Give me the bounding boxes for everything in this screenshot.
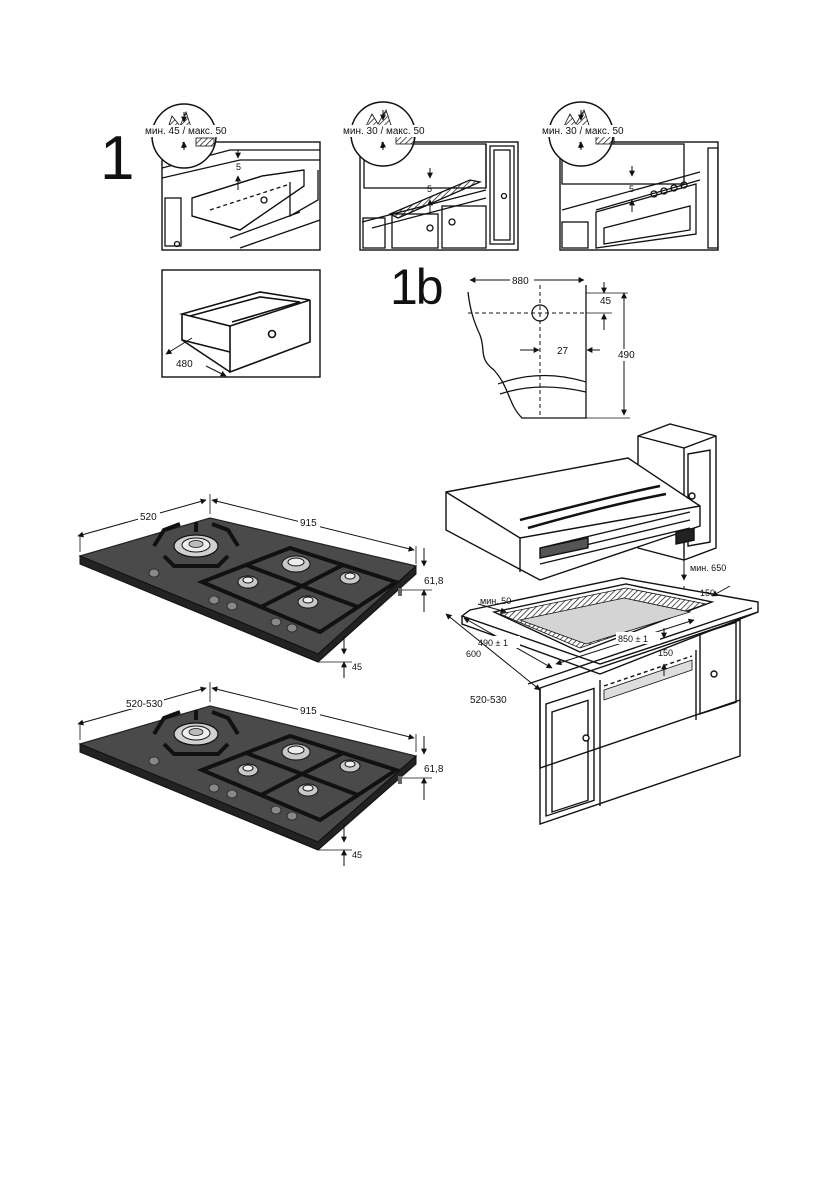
cutout-height-label: 490 xyxy=(618,350,635,361)
cutout-detail-1b: 880 45 27 490 xyxy=(467,274,638,419)
below-clearance-label: 150 xyxy=(658,648,673,658)
hob-width-label: 915 xyxy=(300,518,317,529)
gap-label: 5 xyxy=(236,162,241,172)
side-min-label: мин. 50 xyxy=(480,596,511,606)
gap-label: 5 xyxy=(427,184,432,194)
panel-a-label: мин. 45 / макс. 50 xyxy=(145,126,227,137)
panel-vent-install: 5 мин. 30 / макс. 50 1 xyxy=(342,101,519,251)
hob-top-view-variant: 520-530 915 61,8 45 xyxy=(77,682,444,866)
panel-c-label: мин. 30 / макс. 50 xyxy=(542,126,624,137)
hob-thickness-label: 61,8 xyxy=(424,764,444,775)
hob-width-label: 915 xyxy=(300,706,317,717)
hob-depth-label: 520-530 xyxy=(126,699,163,710)
counter-depth-label: 600 xyxy=(466,649,481,659)
side-offset-label: 27 xyxy=(557,346,569,357)
panel-b-small-label: 1 xyxy=(380,141,385,150)
hob-clearance-label: 45 xyxy=(352,662,362,672)
gap-label: 5 xyxy=(629,184,634,194)
figure-number-1: 1 xyxy=(100,124,135,193)
drawer-width-label: 480 xyxy=(176,359,193,370)
panel-drawer-install: 5 мин. 45 / макс. 50 1 xyxy=(144,103,321,251)
hob-depth-label: 520 xyxy=(140,512,157,523)
rear-clearance-label: 150 xyxy=(700,588,715,598)
panel-a-small-label: 1 xyxy=(181,141,186,150)
drawer-detail: 480 xyxy=(161,269,321,378)
hob-thickness-label: 61,8 xyxy=(424,576,444,587)
figure-number-1b: 1b xyxy=(390,259,444,315)
cutout-width-label: 850 ± 1 xyxy=(618,634,648,644)
kitchen-install-scene: мин. 650 мин. 50 150 490 ± 1 850 ± 1 xyxy=(445,423,759,825)
panel-b-label: мин. 30 / макс. 50 xyxy=(343,126,425,137)
panel-oven-install: 5 мин. 30 / макс. 50 1 xyxy=(541,101,719,251)
hood-height-label: мин. 650 xyxy=(690,563,726,573)
counter-range-label: 520-530 xyxy=(470,695,507,706)
hob-top-view: 520 915 61,8 45 xyxy=(77,494,444,678)
cutout-width-label: 880 xyxy=(512,276,529,287)
panel-c-small-label: 1 xyxy=(578,141,583,150)
hob-clearance-label: 45 xyxy=(352,850,362,860)
top-offset-label: 45 xyxy=(600,296,612,307)
